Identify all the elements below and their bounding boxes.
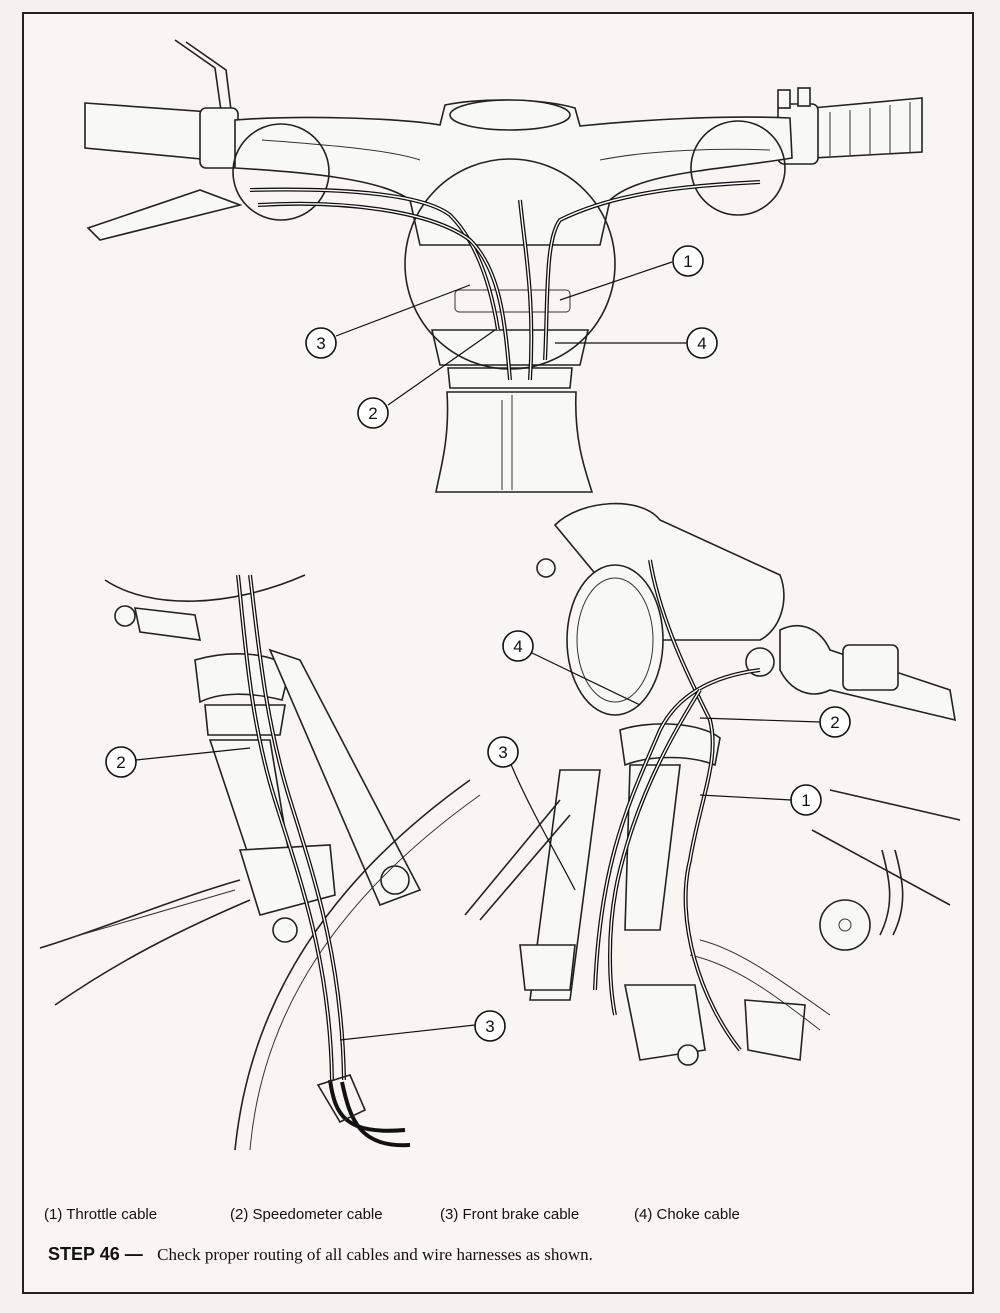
svg-text:1: 1 (801, 791, 810, 810)
legend-speedometer-cable: (2) Speedometer cable (230, 1206, 383, 1223)
top-callout-2: 2 (357, 397, 389, 429)
svg-text:2: 2 (368, 404, 377, 423)
svg-text:3: 3 (498, 743, 507, 762)
right-callout-4: 4 (502, 630, 534, 662)
legend-throttle-cable: (1) Throttle cable (44, 1206, 158, 1223)
top-callout-1: 1 (672, 245, 704, 277)
right-callout-1: 1 (790, 784, 822, 816)
left-callouts: 2 3 (105, 746, 506, 1042)
top-callout-4: 4 (686, 327, 718, 359)
svg-text:1: 1 (683, 252, 692, 271)
step-text: Check proper routing of all cables and w… (157, 1245, 593, 1264)
svg-text:2: 2 (116, 753, 125, 772)
right-callout-2: 2 (819, 706, 851, 738)
top-callout-3: 3 (305, 327, 337, 359)
step-instruction: STEP 46 — Check proper routing of all ca… (48, 1244, 948, 1265)
svg-text:3: 3 (485, 1017, 494, 1036)
headlight-illustration (464, 502, 961, 1066)
svg-text:3: 3 (316, 334, 325, 353)
fork-side-illustration (39, 574, 481, 1151)
left-callout-2: 2 (105, 746, 137, 778)
svg-text:2: 2 (830, 713, 839, 732)
top-callouts: 1 3 4 2 (305, 245, 718, 429)
svg-text:4: 4 (513, 637, 522, 656)
legend: (1) Throttle cable (2) Speedometer cable… (44, 1206, 944, 1232)
right-callout-3: 3 (487, 736, 519, 768)
svg-text:4: 4 (697, 334, 706, 353)
right-callouts: 4 3 2 1 (487, 630, 851, 891)
handlebar-illustration (84, 39, 923, 493)
legend-choke-cable: (4) Choke cable (634, 1206, 740, 1223)
legend-front-brake-cable: (3) Front brake cable (440, 1206, 580, 1223)
step-label: STEP 46 — (48, 1244, 143, 1264)
left-callout-3: 3 (474, 1010, 506, 1042)
